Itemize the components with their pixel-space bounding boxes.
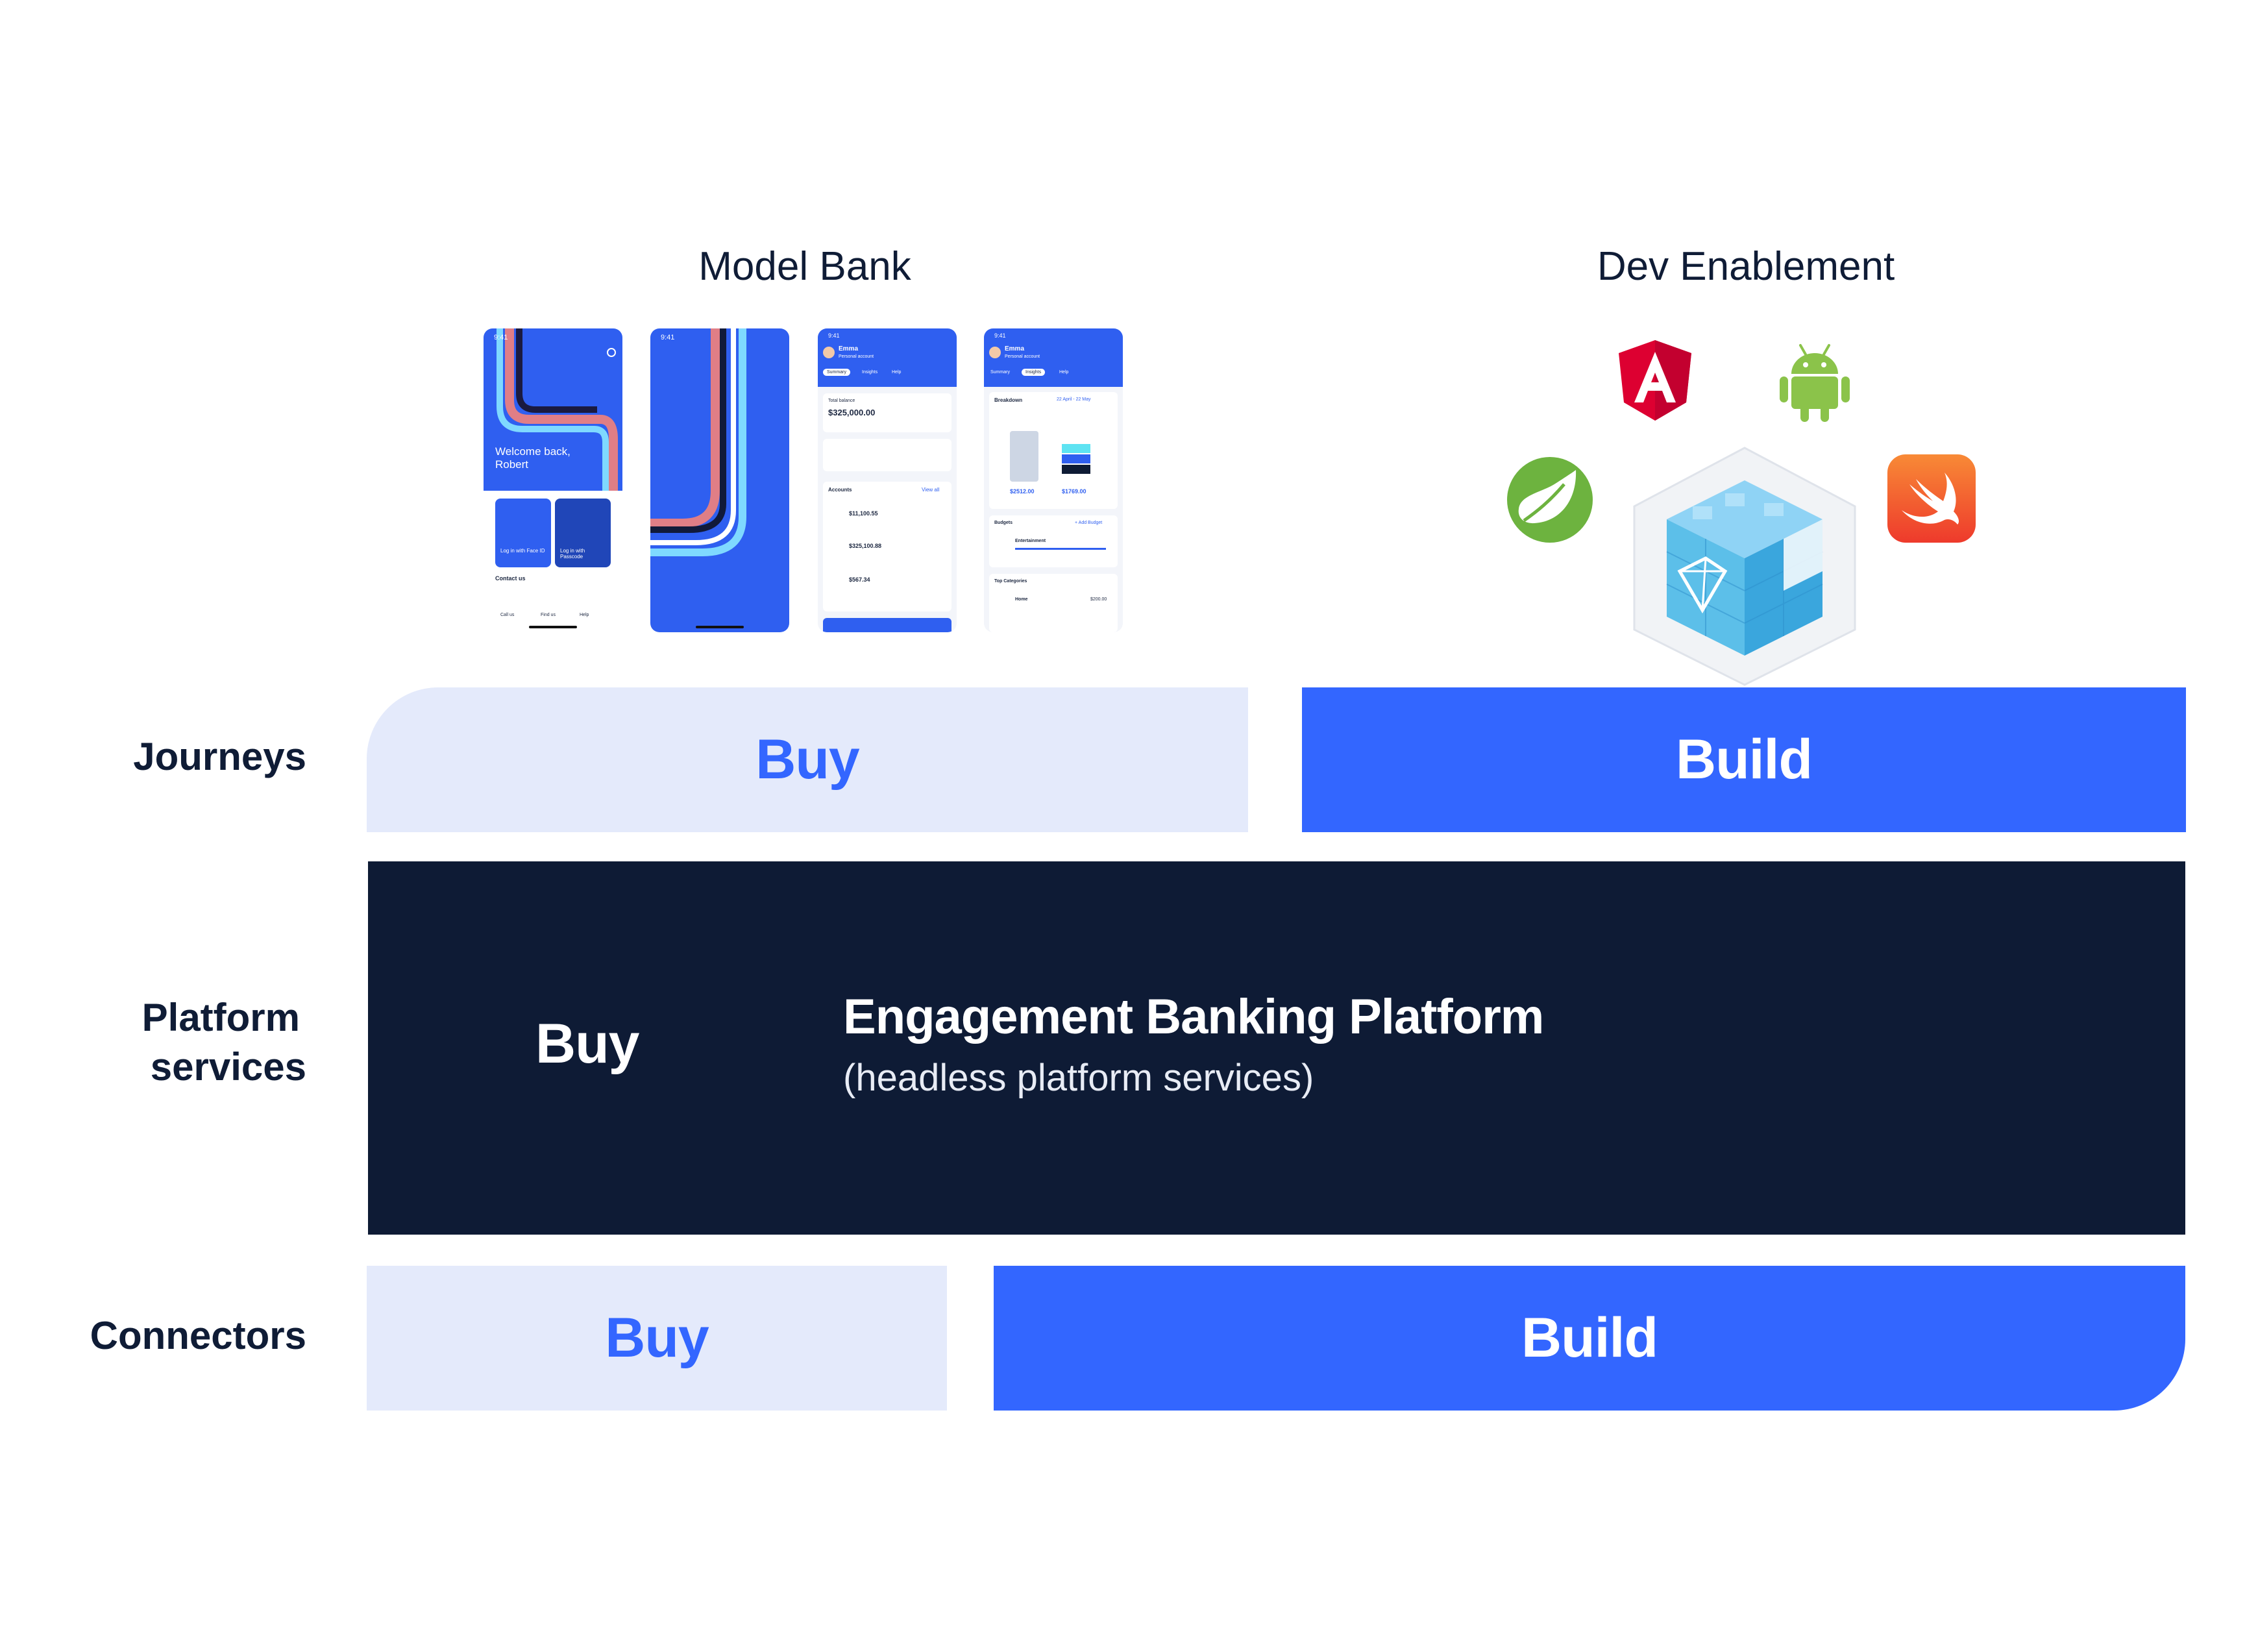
row-label-platform: Platform services bbox=[142, 993, 306, 1092]
tab-help[interactable]: Help bbox=[892, 370, 902, 375]
tab-help[interactable]: Help bbox=[1059, 370, 1069, 375]
connectors-build-label: Build bbox=[1521, 1307, 1658, 1369]
spring-icon bbox=[1507, 457, 1593, 543]
status-time: 9:41 bbox=[828, 332, 840, 339]
platform-label-line2: services bbox=[150, 1045, 306, 1089]
tab-insights[interactable]: Insights bbox=[862, 370, 878, 375]
connectors-buy-label: Buy bbox=[605, 1307, 709, 1369]
phone-insights-screen: 9:41 Emma Personal account Summary Insig… bbox=[984, 328, 1123, 632]
phone-splash-screen: 9:41 bbox=[650, 328, 789, 632]
phone-summary-screen: 9:41 Emma Personal account Summary Insig… bbox=[818, 328, 957, 632]
connectors-build-block: Build bbox=[994, 1266, 2185, 1411]
tab-summary[interactable]: Summary bbox=[990, 370, 1010, 375]
cube-icon bbox=[1633, 447, 1856, 686]
platform-block: Buy Engagement Banking Platform (headles… bbox=[368, 861, 2185, 1235]
find-us-link[interactable]: Find us bbox=[541, 613, 556, 617]
swift-icon bbox=[1887, 454, 1976, 543]
status-time: 9:41 bbox=[994, 332, 1006, 339]
journeys-build-label: Build bbox=[1676, 728, 1813, 791]
row-label-journeys: Journeys bbox=[133, 735, 306, 778]
platform-label-line1: Platform bbox=[141, 996, 300, 1039]
platform-buy-label: Buy bbox=[535, 1013, 639, 1075]
platform-subtitle: (headless platform services) bbox=[843, 1057, 1314, 1099]
android-icon bbox=[1780, 344, 1850, 422]
welcome-text: Welcome back, Robert bbox=[495, 445, 571, 471]
phone-login-screen: 9:41 Welcome back, Robert Log in with Fa… bbox=[484, 328, 622, 632]
profile-icon bbox=[607, 348, 616, 357]
angular-icon bbox=[1619, 340, 1691, 421]
avatar bbox=[823, 347, 835, 358]
platform-title: Engagement Banking Platform bbox=[843, 989, 1544, 1044]
help-link[interactable]: Help bbox=[580, 613, 589, 617]
add-budget-link[interactable]: + Add Budget bbox=[1075, 521, 1103, 525]
tab-insights[interactable]: Insights bbox=[1022, 369, 1046, 376]
avatar bbox=[989, 347, 1001, 358]
status-time: 9:41 bbox=[494, 334, 508, 341]
model-bank-title: Model Bank bbox=[698, 244, 911, 289]
status-time: 9:41 bbox=[661, 334, 675, 341]
call-us-link[interactable]: Call us bbox=[500, 613, 515, 617]
contact-heading: Contact us bbox=[495, 575, 526, 582]
journeys-build-block: Build bbox=[1302, 687, 2186, 832]
face-id-button[interactable]: Log in with Face ID bbox=[495, 499, 551, 567]
total-balance: $325,000.00 bbox=[828, 408, 876, 417]
row-label-connectors: Connectors bbox=[90, 1314, 306, 1357]
connectors-buy-block: Buy bbox=[367, 1266, 947, 1411]
view-all-link[interactable]: View all bbox=[922, 487, 940, 493]
journeys-buy-label: Buy bbox=[755, 728, 859, 791]
passcode-button[interactable]: Log in with Passcode bbox=[555, 499, 611, 567]
journeys-buy-block: Buy bbox=[367, 687, 1248, 832]
dev-enablement-title: Dev Enablement bbox=[1597, 244, 1895, 289]
tab-summary[interactable]: Summary bbox=[823, 369, 850, 376]
